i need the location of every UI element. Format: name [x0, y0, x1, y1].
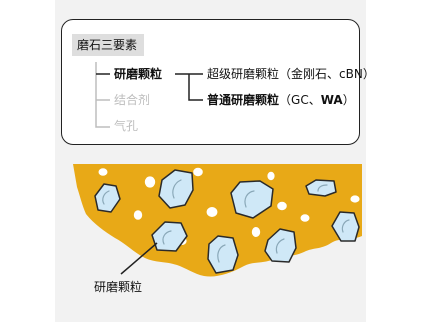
conventional-abrasive-close: ）	[342, 93, 355, 107]
callout-label: 研磨颗粒	[94, 280, 143, 294]
grain-highlights	[102, 179, 350, 263]
grain	[230, 180, 274, 219]
pore	[133, 210, 143, 220]
pore	[277, 201, 287, 211]
pore	[144, 176, 156, 188]
abrasive-grains	[94, 169, 360, 274]
callout-line	[120, 242, 158, 275]
conventional-abrasive-open: （GC、	[279, 93, 321, 107]
conventional-abrasive-label: 普通研磨颗粒（GC、WA）	[207, 92, 355, 108]
grain	[264, 228, 297, 263]
pore	[251, 227, 261, 237]
grain-highlight	[217, 244, 226, 263]
item-abrasive-grain: 研磨颗粒	[114, 67, 163, 81]
tree-branch-main	[95, 62, 110, 128]
grain	[305, 179, 337, 197]
pore	[206, 207, 218, 217]
super-abrasive-detail: （金刚石、cBN）	[279, 67, 375, 81]
pore	[267, 171, 275, 181]
grain-highlight	[275, 238, 285, 254]
grain	[331, 211, 360, 242]
grain-highlight	[102, 190, 110, 205]
conventional-abrasive-wa: WA	[320, 93, 343, 107]
title-badge	[72, 34, 144, 56]
grain-highlight	[341, 219, 350, 233]
pore	[300, 214, 310, 222]
grain-highlight	[172, 179, 182, 199]
pore	[350, 195, 360, 203]
grain	[151, 221, 188, 252]
grain-highlight	[317, 184, 328, 192]
item-pore: 气孔	[114, 119, 139, 133]
composition-title: 磨石三要素	[77, 38, 138, 52]
pores	[98, 167, 360, 245]
connector-conventional	[188, 74, 203, 101]
conventional-abrasive-name: 普通研磨颗粒	[207, 93, 280, 107]
grain	[207, 235, 239, 274]
grain-highlight	[162, 230, 172, 245]
pore	[98, 168, 108, 176]
grain-highlight	[244, 190, 255, 208]
super-abrasive-name: 超级研磨颗粒	[207, 67, 280, 81]
item-bond: 结合剂	[114, 93, 151, 107]
grain	[158, 169, 194, 209]
pore	[193, 167, 203, 177]
grain	[94, 183, 121, 213]
super-abrasive-label: 超级研磨颗粒（金刚石、cBN）	[207, 66, 375, 82]
